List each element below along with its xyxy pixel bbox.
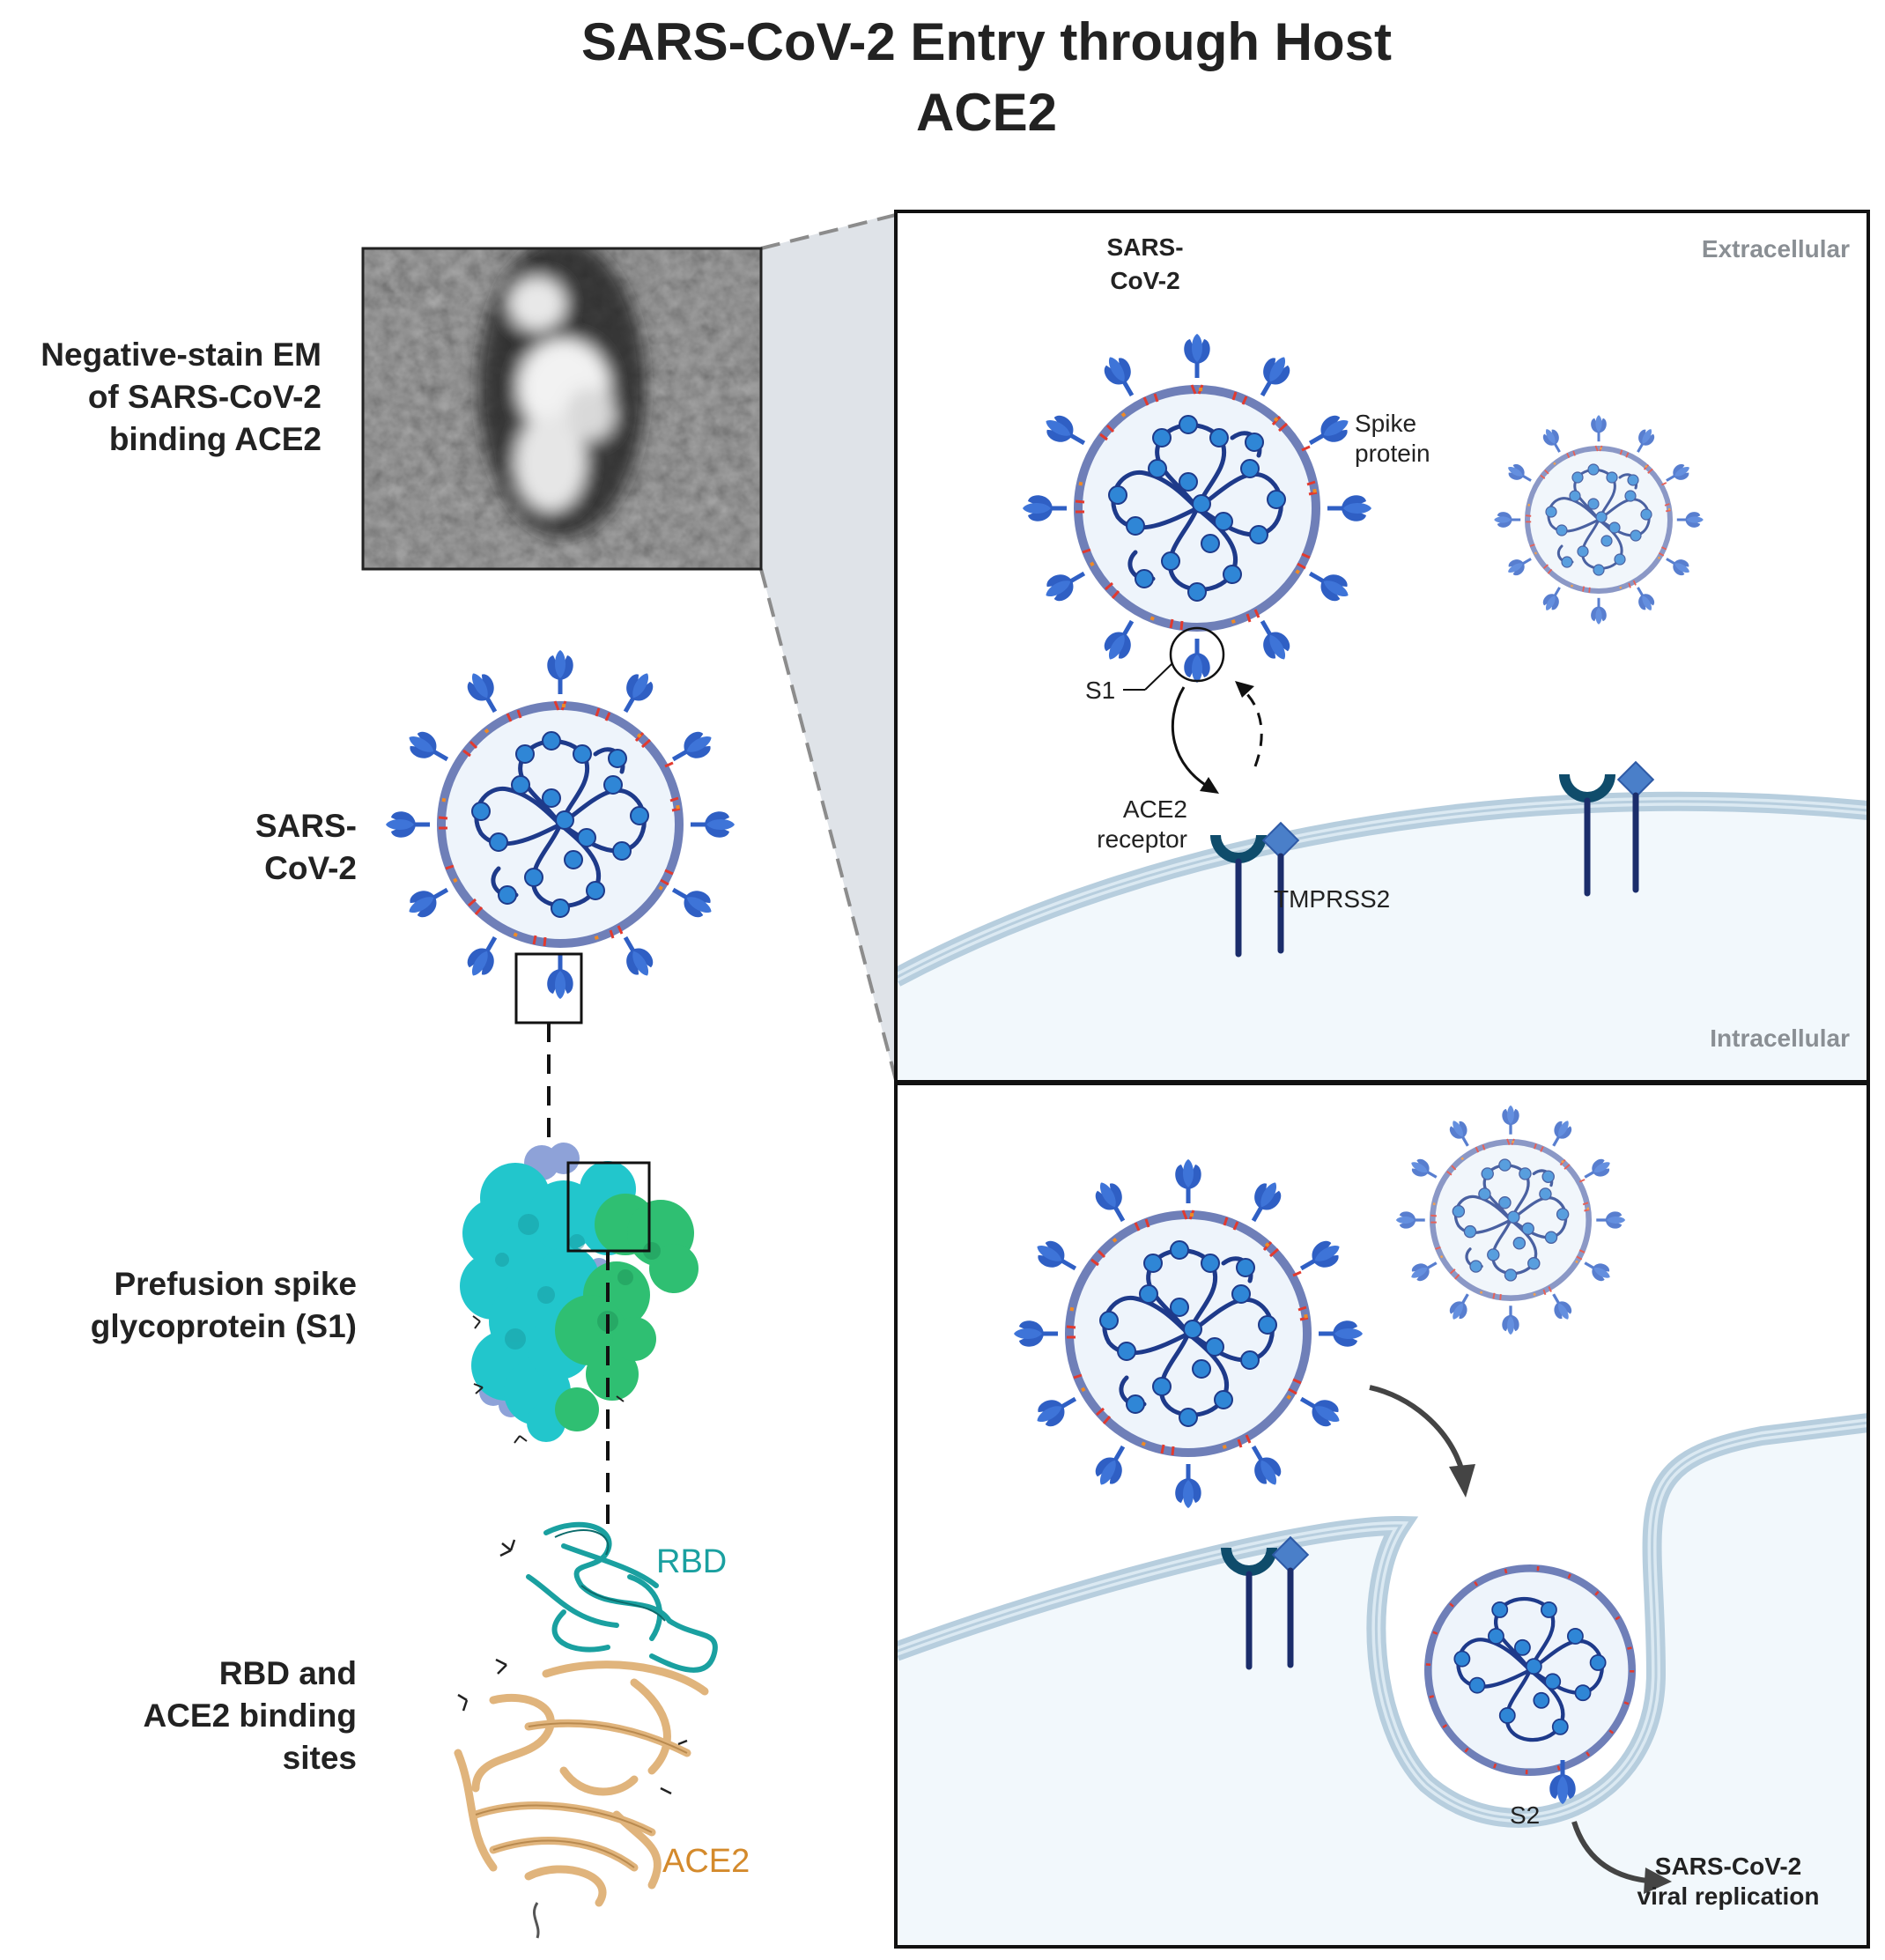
sars-cov-2-endocytosed-virion [1428, 1568, 1631, 1771]
s1-label: S1 [1085, 677, 1115, 704]
negative-stain-em-image [361, 247, 763, 571]
spike-protein-label: Spike protein [1355, 410, 1430, 467]
release-arrow-dashed [1240, 687, 1263, 767]
svg-text:protein: protein [1355, 440, 1430, 467]
panel-attachment [894, 210, 1870, 1084]
ace2-tag: ACE2 [662, 1843, 750, 1880]
rbd-tag: RBD [656, 1543, 727, 1580]
svg-text:Prefusion spike: Prefusion spike [114, 1266, 357, 1302]
title-line-1: SARS-CoV-2 Entry through Host [581, 12, 1392, 71]
svg-text:Negative-stain EM: Negative-stain EM [41, 337, 322, 373]
svg-text:SARS-: SARS- [255, 808, 357, 844]
host-cell-bottom [896, 1423, 1868, 1947]
svg-text:SARS-: SARS- [1106, 233, 1183, 261]
endocytosis-arrow [1369, 1385, 1465, 1472]
svg-text:CoV-2: CoV-2 [264, 850, 357, 886]
svg-text:binding ACE2: binding ACE2 [109, 421, 322, 457]
svg-text:ACE2 binding: ACE2 binding [143, 1697, 357, 1734]
s1-leader-line [1144, 662, 1173, 691]
svg-text:viral replication: viral replication [1637, 1882, 1820, 1910]
ace2-receptor-label: ACE2 receptor [1097, 795, 1187, 853]
virus-label-left: SARS- CoV-2 [255, 808, 357, 886]
prefusion-spike-structure [460, 1143, 699, 1444]
svg-text:Spike: Spike [1355, 410, 1416, 437]
em-label: Negative-stain EM of SARS-CoV-2 binding … [41, 337, 322, 457]
rbd-ace2-binding-label: RBD and ACE2 binding sites [143, 1655, 357, 1776]
svg-text:ACE2: ACE2 [1123, 795, 1187, 823]
viral-replication-label: SARS-CoV-2 viral replication [1637, 1853, 1820, 1910]
svg-text:receptor: receptor [1097, 825, 1187, 853]
zoom-callout-line-top [760, 213, 897, 250]
svg-text:RBD and: RBD and [219, 1655, 357, 1691]
zoom-callout-wedge [761, 213, 896, 1082]
replication-arrow [1571, 1821, 1648, 1883]
panel-endocytosis [894, 1082, 1870, 1949]
s1-highlight-circle [1169, 626, 1225, 683]
rbd-ace2-ribbon-structure [454, 1521, 718, 1939]
title-line-2: ACE2 [916, 83, 1057, 142]
host-cell-top [896, 801, 1868, 1082]
svg-text:CoV-2: CoV-2 [1110, 267, 1179, 294]
s2-label: S2 [1510, 1801, 1540, 1829]
spike-glycoprotein-label: Prefusion spike glycoprotein (S1) [91, 1266, 357, 1344]
svg-text:of SARS-CoV-2: of SARS-CoV-2 [88, 379, 322, 415]
svg-text:sites: sites [283, 1740, 357, 1776]
sars-cov-2-virion-left [386, 650, 735, 999]
virus-label-top: SARS- CoV-2 [1106, 233, 1183, 294]
intracellular-label: Intracellular [1710, 1024, 1850, 1052]
svg-text:glycoprotein (S1): glycoprotein (S1) [91, 1308, 357, 1344]
extracellular-label: Extracellular [1702, 235, 1850, 263]
binding-arrow [1171, 686, 1212, 790]
svg-text:SARS-CoV-2: SARS-CoV-2 [1655, 1853, 1801, 1880]
tmprss2-label: TMPRSS2 [1274, 885, 1390, 913]
